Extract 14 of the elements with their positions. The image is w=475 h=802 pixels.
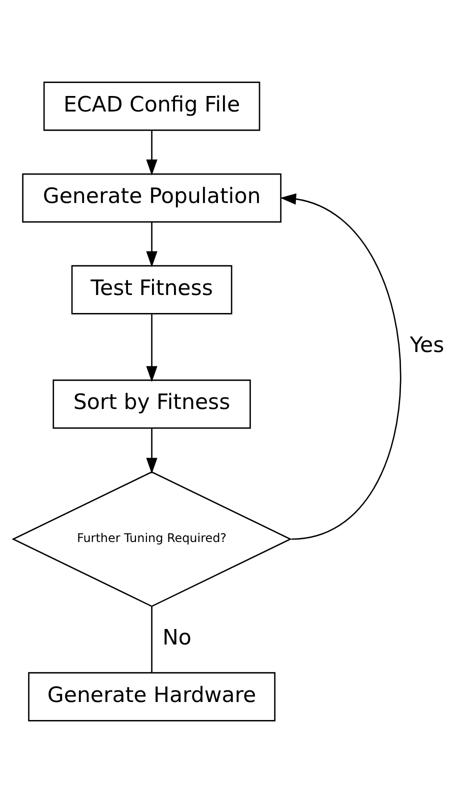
node-box: Sort by Fitness (52, 379, 251, 428)
edge-label: No (162, 625, 192, 650)
node-box: ECAD Config File (43, 81, 260, 130)
arrow (146, 222, 158, 267)
connector (151, 606, 152, 672)
node-diamond: Further Tuning Required? (12, 470, 292, 607)
arrow (280, 192, 402, 540)
node-box: Generate Hardware (28, 672, 276, 721)
arrow (146, 130, 158, 176)
arrow (146, 314, 158, 382)
arrow (146, 428, 158, 474)
node-box: Generate Population (22, 172, 282, 222)
edge-label: Yes (410, 332, 444, 358)
node-box: Test Fitness (71, 264, 232, 314)
